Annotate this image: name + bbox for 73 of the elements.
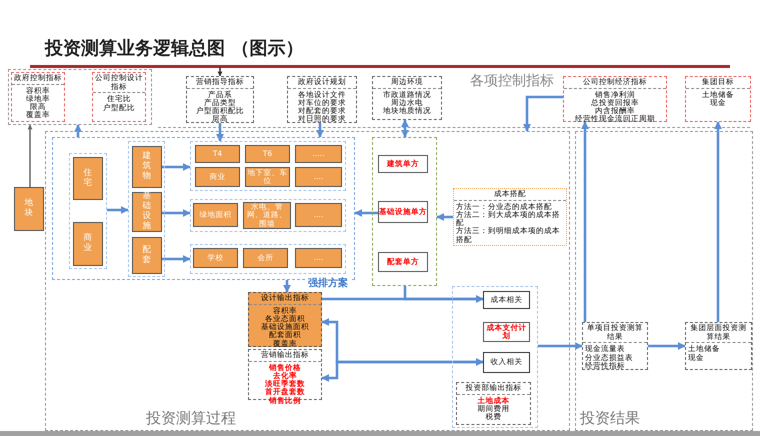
arrow: [107, 206, 129, 214]
item-text: 建筑物: [142, 152, 152, 182]
process-box: [295, 167, 342, 187]
process-box: [73, 222, 103, 266]
group-frame: [8, 69, 152, 125]
process-box: [132, 192, 162, 232]
group-frame: [452, 286, 538, 428]
process-box: [378, 155, 428, 173]
item-text: 商业: [84, 234, 92, 254]
process-box: [132, 146, 162, 188]
process-box: [193, 203, 238, 227]
process-box: [483, 291, 530, 309]
group-frame: [190, 199, 346, 232]
process-box: [132, 237, 162, 274]
process-box: [14, 187, 44, 231]
process-box: [483, 352, 530, 373]
process-box: [195, 145, 240, 163]
process-box: [193, 248, 238, 268]
group-frame: [128, 141, 165, 277]
process-box: [295, 145, 342, 163]
process-box: [243, 248, 288, 268]
indicator-panel: [372, 76, 442, 120]
process-box: [295, 248, 342, 268]
arrow: [218, 67, 222, 76]
process-box: [295, 203, 342, 227]
indicator-panel: [582, 322, 648, 370]
region-frame: [45, 131, 570, 431]
group-frame: [190, 141, 346, 191]
indicator-panel: [456, 382, 531, 425]
region-label: 投资结果: [580, 409, 640, 428]
scheme-label: 强排方案: [306, 276, 350, 290]
indicator-panel: [287, 76, 357, 123]
item-text: 地块: [24, 199, 34, 219]
arrow: [648, 342, 686, 350]
arrow: [404, 286, 484, 303]
arrow: [316, 123, 324, 138]
group-frame: [69, 153, 107, 269]
arrow: [162, 255, 191, 263]
indicator-panel: [11, 72, 65, 122]
arrow: [283, 280, 291, 293]
arrow: [74, 124, 82, 137]
arrow: [581, 121, 589, 322]
item-text: 配套: [142, 246, 152, 266]
process-box: [378, 201, 428, 223]
process-box: [195, 167, 240, 187]
arrow: [321, 358, 484, 382]
arrow: [354, 209, 378, 217]
title: 投资测算业务逻辑总图 （图示）: [45, 37, 304, 60]
arrow: [436, 213, 453, 221]
arrow: [714, 121, 722, 322]
section-label: 各项控制指标: [470, 72, 554, 90]
arrow: [538, 342, 583, 350]
indicator-panel: [563, 76, 667, 122]
group-frame: [190, 244, 346, 274]
indicator-panel: [685, 76, 751, 122]
indicator-panel: [186, 76, 254, 123]
arrow: [28, 124, 32, 187]
process-box: [73, 157, 103, 200]
indicator-panel: [685, 322, 752, 370]
group-frame: [372, 137, 437, 286]
arrow: [216, 123, 224, 142]
process-box: [378, 252, 428, 272]
indicator-panel: [453, 188, 567, 246]
arrow: [162, 163, 191, 171]
arrow: [401, 119, 409, 138]
item-text: 住宅: [84, 168, 92, 188]
region-frame: [575, 131, 753, 431]
region-label: 投资测算过程: [146, 409, 236, 428]
indicator-panel: [92, 72, 146, 122]
process-box: [245, 145, 290, 163]
arrow: [162, 209, 191, 217]
indicator-panel: [248, 292, 322, 347]
arrow: [523, 96, 563, 132]
